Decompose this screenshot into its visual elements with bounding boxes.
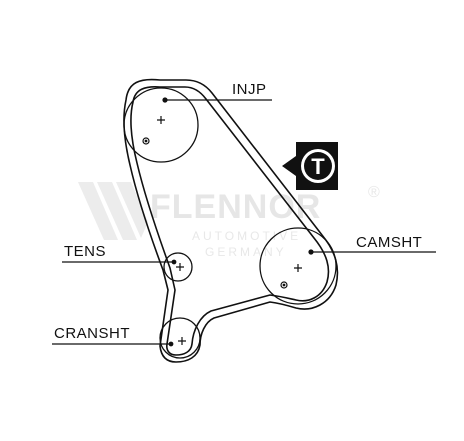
belt-outer-edge bbox=[123, 78, 339, 363]
tension-badge-inner bbox=[304, 152, 332, 180]
pulleys bbox=[123, 87, 337, 359]
camsht-timing-mark bbox=[280, 281, 288, 289]
injp-timing-mark bbox=[142, 137, 150, 145]
watermark-registered: ® bbox=[368, 184, 383, 201]
camsht-label: CAMSHT bbox=[356, 234, 422, 251]
camshaft-pulley bbox=[259, 227, 337, 305]
watermark: FLENNOR ® AUTOMOTIVE GERMANY bbox=[78, 182, 383, 259]
tensioner-pulley bbox=[163, 252, 193, 282]
camsht-timing-mark-dot bbox=[282, 283, 286, 287]
injp-label: INJP bbox=[232, 81, 267, 98]
tension-mark-letter: T bbox=[311, 154, 325, 179]
injp-timing-mark-dot bbox=[144, 139, 148, 143]
tens-label: TENS bbox=[64, 243, 106, 260]
tens-center-cross bbox=[176, 263, 184, 271]
watermark-brand: FLENNOR bbox=[150, 188, 321, 226]
watermark-logo-mark bbox=[78, 182, 148, 240]
cransht-center-cross bbox=[178, 337, 186, 345]
belt-inner-edge bbox=[130, 86, 330, 356]
cransht-label: CRANSHT bbox=[54, 325, 130, 342]
camsht-center-cross bbox=[294, 264, 302, 272]
timing-belt bbox=[123, 78, 339, 363]
leader-lines bbox=[52, 99, 436, 345]
crankshaft-pulley bbox=[159, 317, 201, 359]
injp-center-cross bbox=[157, 116, 165, 124]
injection-pump-pulley bbox=[123, 87, 199, 163]
watermark-line2: GERMANY bbox=[205, 245, 287, 259]
watermark-line1: AUTOMOTIVE bbox=[192, 229, 301, 243]
tension-badge: T bbox=[282, 142, 338, 190]
